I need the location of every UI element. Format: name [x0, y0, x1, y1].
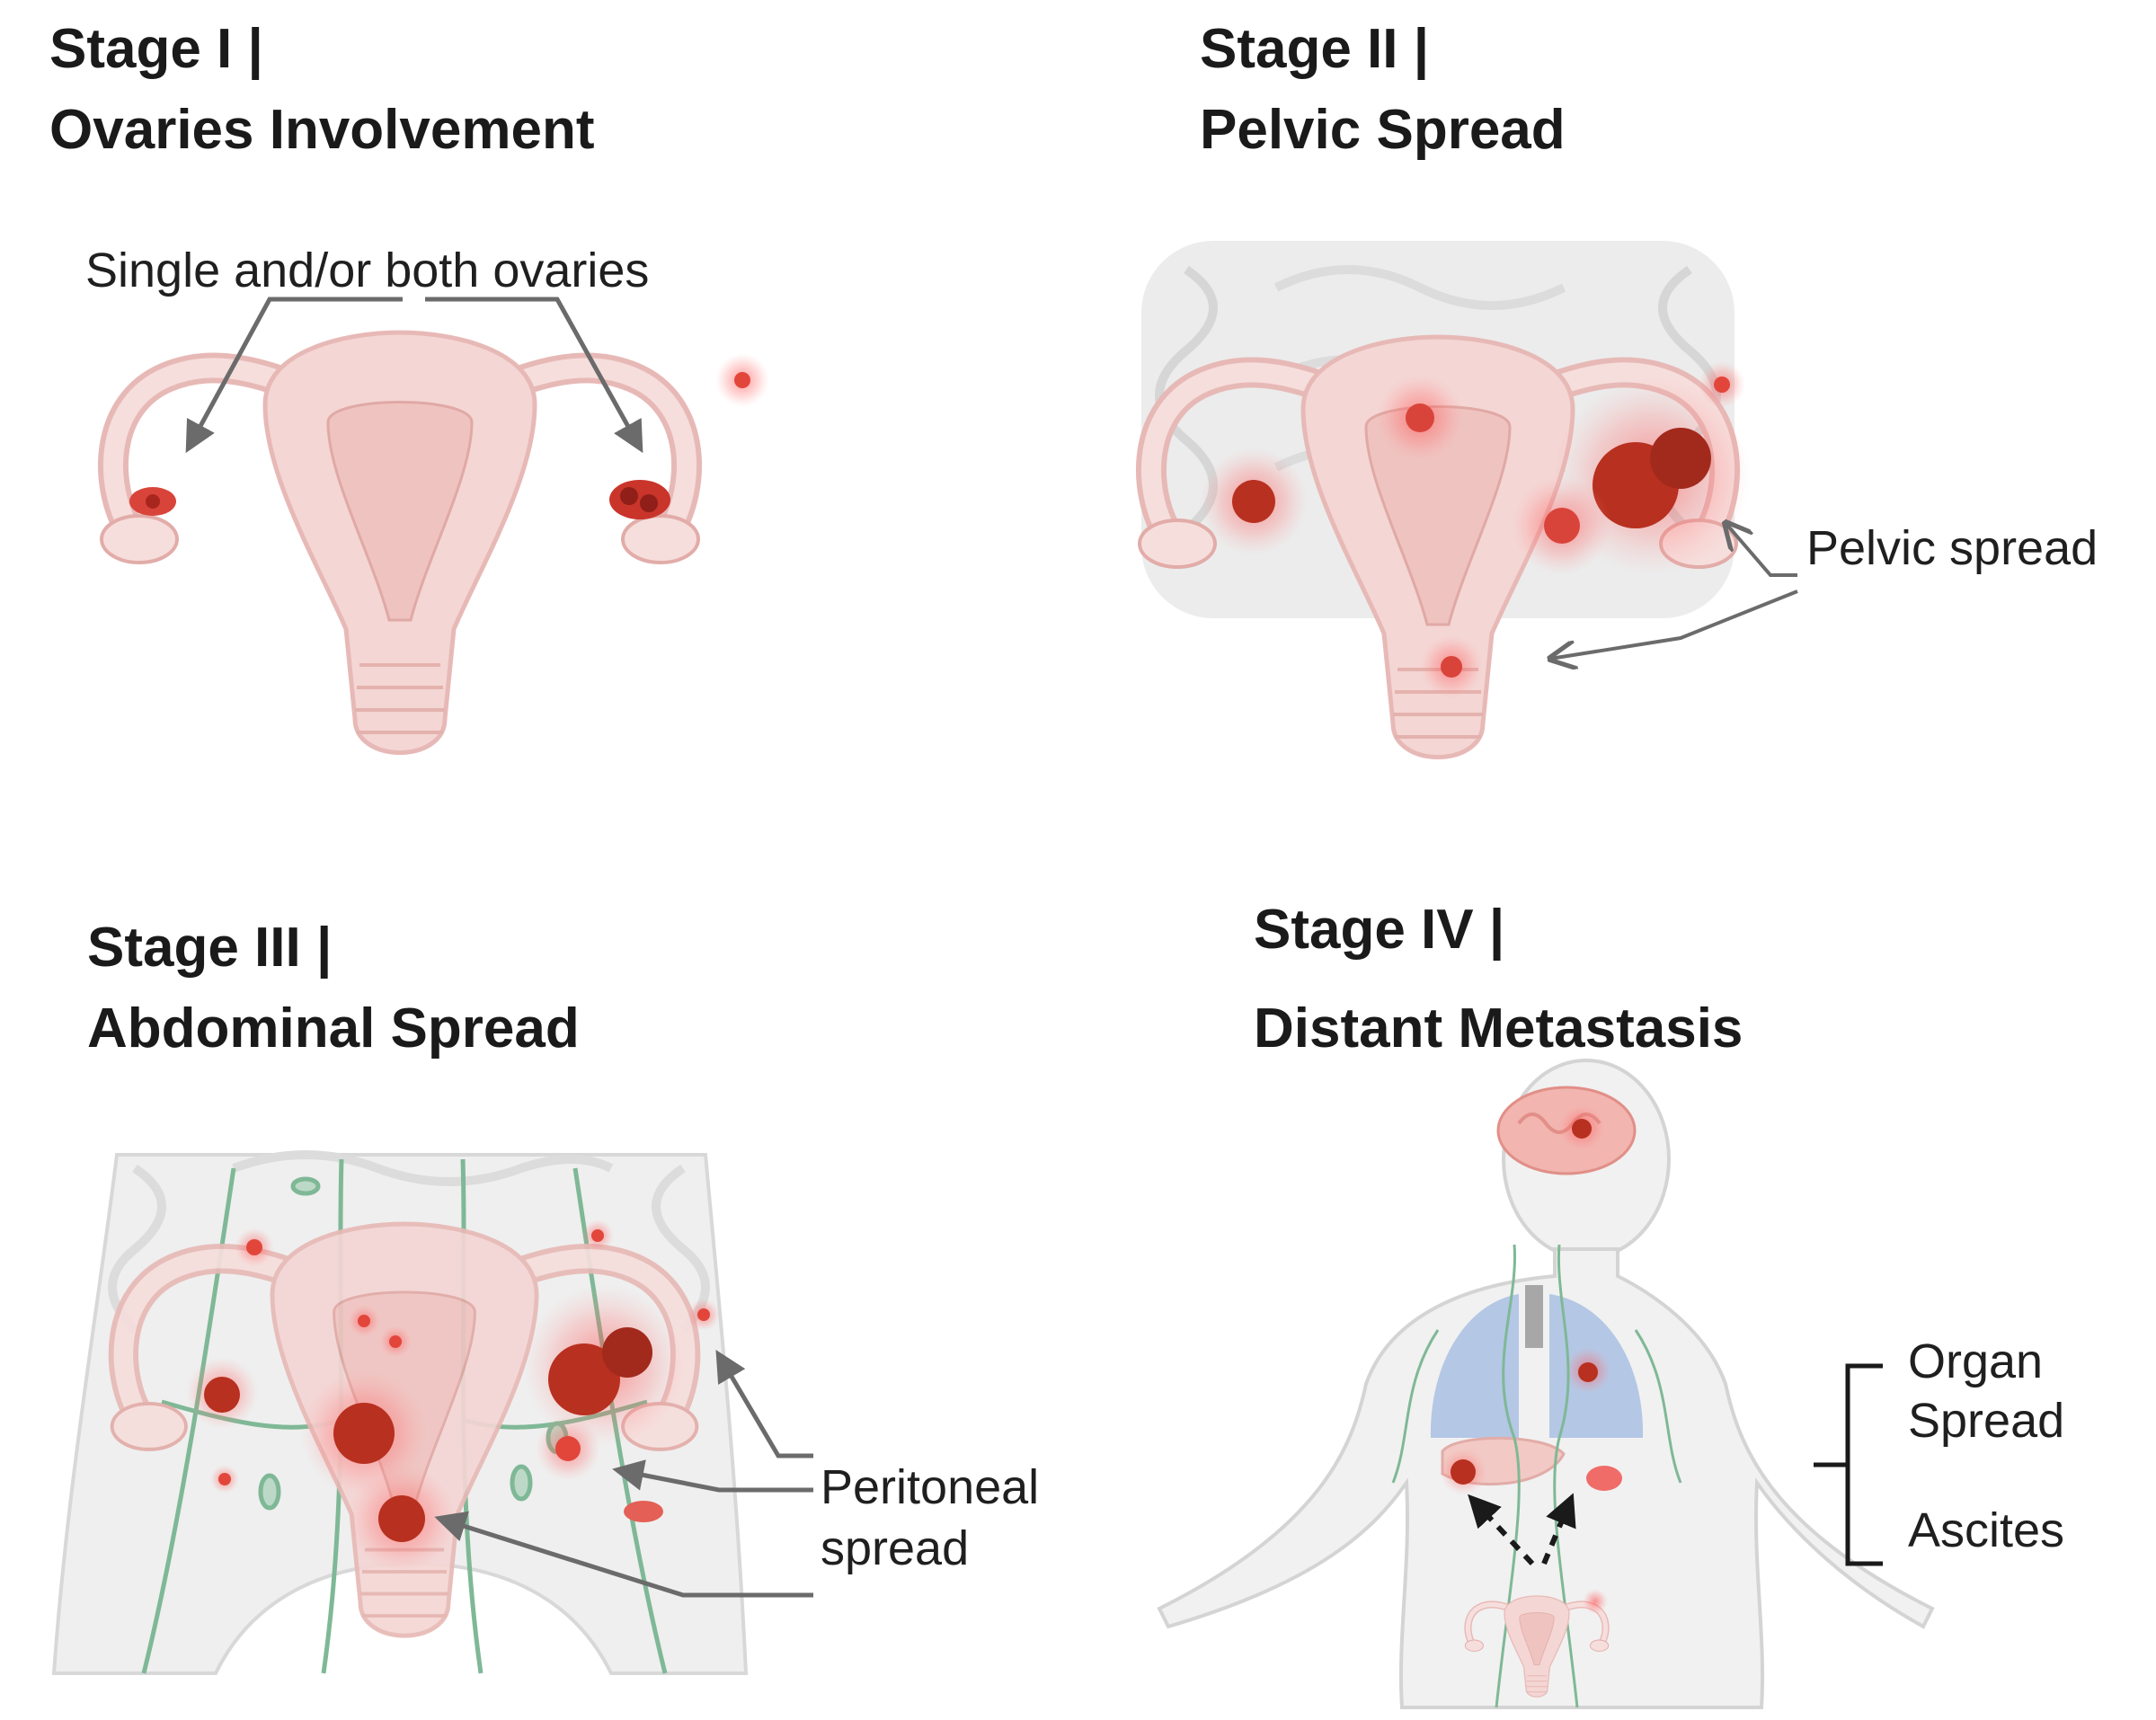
stage-1-subheading: Ovaries Involvement	[49, 99, 595, 161]
brain-icon	[1496, 1086, 1637, 1175]
stage-1-heading: Stage I |	[49, 18, 263, 80]
stage-4-annotation-ascites: Ascites	[1908, 1503, 2065, 1557]
stage-3-annotation-line1: Peritoneal	[821, 1460, 1040, 1514]
stage-4-annotation-spread: Spread	[1908, 1394, 2065, 1448]
stage-1-annotation: Single and/or both ovaries	[85, 244, 650, 297]
tumor-icon	[1583, 1589, 1608, 1614]
stage-4-annotation-organ: Organ	[1908, 1334, 2044, 1388]
trachea-icon	[1525, 1285, 1543, 1348]
stage-4-subheading: Distant Metastasis	[1254, 997, 1743, 1059]
bracket	[1814, 1363, 1883, 1566]
stage-4-heading: Stage IV |	[1254, 899, 1505, 961]
stage-2-subheading: Pelvic Spread	[1200, 99, 1566, 161]
stage-2-annotation: Pelvic spread	[1806, 521, 2098, 575]
stage-3-annotation-line2: spread	[821, 1521, 970, 1575]
tumor-icon	[129, 353, 769, 519]
stage-3-heading: Stage III |	[87, 917, 333, 979]
lung-icon	[1430, 1294, 1644, 1438]
liver-icon	[1440, 1436, 1622, 1495]
tumor-icon	[1200, 361, 1751, 698]
tumor-icon	[186, 1219, 720, 1573]
stage-3-subheading: Abdominal Spread	[87, 997, 580, 1059]
stage-2-heading: Stage II |	[1200, 18, 1430, 80]
